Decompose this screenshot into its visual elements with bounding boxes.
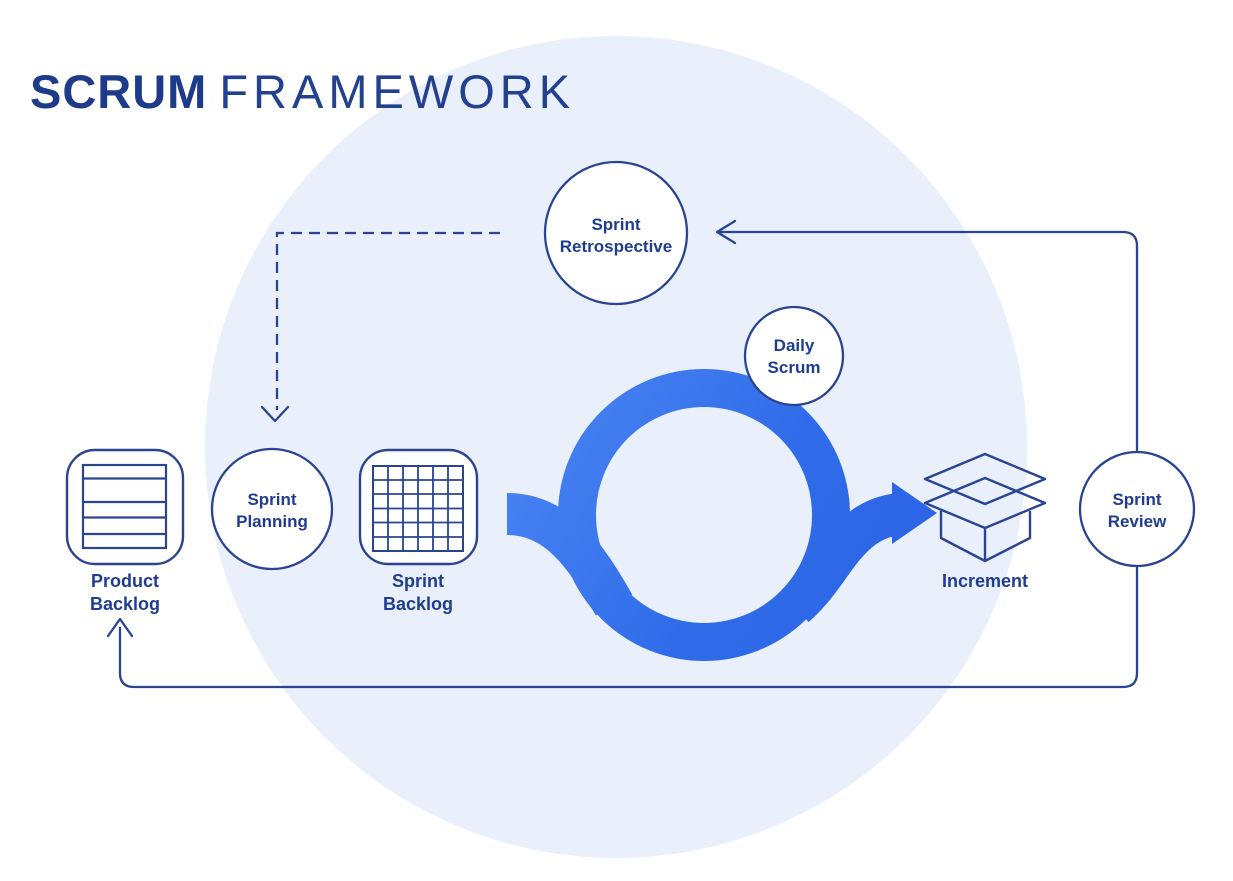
circular-sprint-loop-arrow — [505, 369, 937, 661]
retrospective-to-planning-dashed-line — [275, 231, 500, 410]
sprint-retrospective-label-line1: Sprint — [591, 215, 640, 234]
sprint-planning-label-line2: Planning — [236, 512, 308, 531]
arrow-down-icon — [260, 405, 290, 423]
sprint-review-circle — [1078, 450, 1196, 568]
sprint-loop-outflow — [780, 493, 903, 623]
daily-scrum-circle — [743, 305, 845, 407]
sprint-backlog-label-line2: Backlog — [383, 594, 453, 614]
sprint-planning-circle — [210, 447, 334, 571]
increment-label: Increment — [942, 571, 1028, 591]
arrow-left-icon — [715, 219, 737, 245]
artifact-increment: Increment — [923, 452, 1047, 591]
page-title-secondary: FRAMEWORK — [219, 65, 576, 118]
open-box-icon — [923, 452, 1047, 563]
artifact-product-backlog: Product Backlog — [65, 448, 185, 614]
node-sprint-review: Sprint Review — [1078, 450, 1196, 568]
sprint-retrospective-label-line2: Retrospective — [560, 237, 672, 256]
sprint-retrospective-circle — [543, 160, 689, 306]
daily-scrum-label-line1: Daily — [774, 336, 815, 355]
arrow-up-icon — [106, 617, 134, 638]
list-icon — [65, 448, 185, 566]
node-sprint-retrospective: Sprint Retrospective — [543, 160, 689, 306]
arrow-right-solid-icon — [892, 482, 937, 544]
artifact-sprint-backlog: Sprint Backlog — [358, 448, 479, 614]
page-title: SCRUM FRAMEWORK — [30, 64, 575, 119]
page-title-primary: SCRUM — [30, 65, 208, 118]
node-sprint-planning: Sprint Planning — [210, 447, 334, 571]
grid-icon — [358, 448, 479, 566]
daily-scrum-label-line2: Scrum — [768, 358, 821, 377]
sprint-review-label-line2: Review — [1108, 512, 1167, 531]
sprint-review-label-line1: Sprint — [1112, 490, 1161, 509]
sprint-backlog-label-line1: Sprint — [392, 571, 444, 591]
sprint-planning-label-line1: Sprint — [247, 490, 296, 509]
review-to-retrospective-line — [719, 230, 1139, 452]
sprint-loop-ring — [558, 369, 850, 661]
product-backlog-label-line1: Product — [91, 571, 159, 591]
product-backlog-label-line2: Backlog — [90, 594, 160, 614]
review-to-backlog-line — [118, 566, 1139, 689]
node-daily-scrum: Daily Scrum — [743, 305, 845, 407]
